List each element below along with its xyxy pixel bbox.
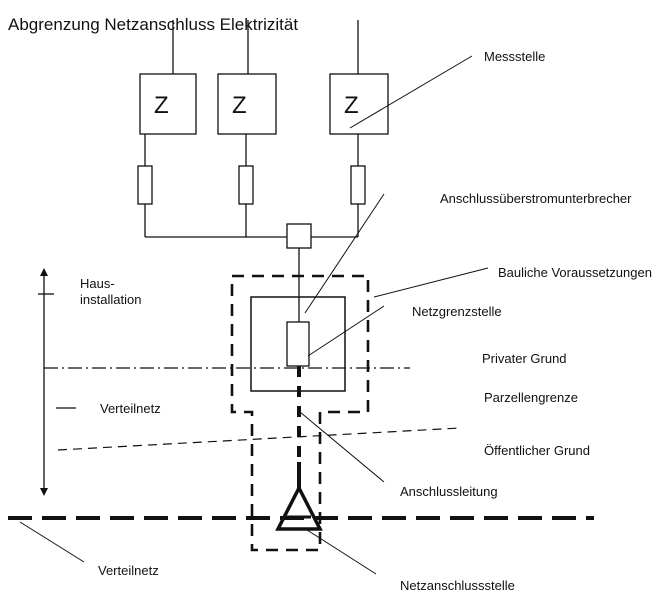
meter-fuse-3 [350,165,366,205]
leader-anschlussueberstrom [304,193,385,314]
leader-netzgrenzstelle [307,305,385,357]
label-netzgrenzstelle: Netzgrenzstelle [412,304,502,319]
leader-bauliche [373,267,489,298]
label-anschlussleitung: Anschlussleitung [400,484,498,499]
leader-messstelle [349,55,473,129]
meter-fuse-2 [238,165,254,205]
connection-box [286,223,312,249]
meter-fuse-1 [137,165,153,205]
label-messstelle: Messstelle [484,49,545,64]
boundary-fuse [286,321,310,367]
label-bauliche-voraussetzungen: Bauliche Voraussetzungen [498,265,652,280]
meter-symbol: Z [344,92,359,119]
leader-anschlussleitung [299,411,385,483]
meter-box-3: Z [329,73,389,135]
leader-verteilnetz-bottom [19,521,85,563]
meter-box-2: Z [217,73,277,135]
label-privater-grund: Privater Grund [482,351,567,366]
leader-netzanschlussstelle [303,527,377,575]
meter-symbol: Z [154,92,169,119]
grid-connection-symbol [275,484,323,531]
collector-bus [144,204,359,238]
label-netzanschlussstelle: Netzanschlussstelle [400,578,515,593]
meter-fuse-wires [144,134,359,166]
meter-fuses [137,165,366,205]
leader-lines [19,55,489,575]
meter-box-1: Z [139,73,197,135]
building-zone-outline [230,274,370,552]
label-verteilnetz-bottom: Verteilnetz [98,563,159,578]
label-verteilnetz-left: Verteilnetz [100,401,161,416]
label-parzellengrenze: Parzellengrenze [484,390,578,405]
label-oeffentlicher-grund: Öffentlicher Grund [484,443,590,458]
diagram-title: Abgrenzung Netzanschluss Elektrizität [8,15,298,34]
supply-wires [172,20,359,74]
left-tick-marks [38,293,76,409]
parcel-border [57,427,461,451]
label-anschlussueberstromunterbrecher: Anschlussüberstromunterbrecher [440,191,632,206]
label-haus-installation-line2: installation [80,292,141,307]
label-haus-installation-line1: Haus- [80,276,115,291]
meter-symbol: Z [232,92,247,119]
